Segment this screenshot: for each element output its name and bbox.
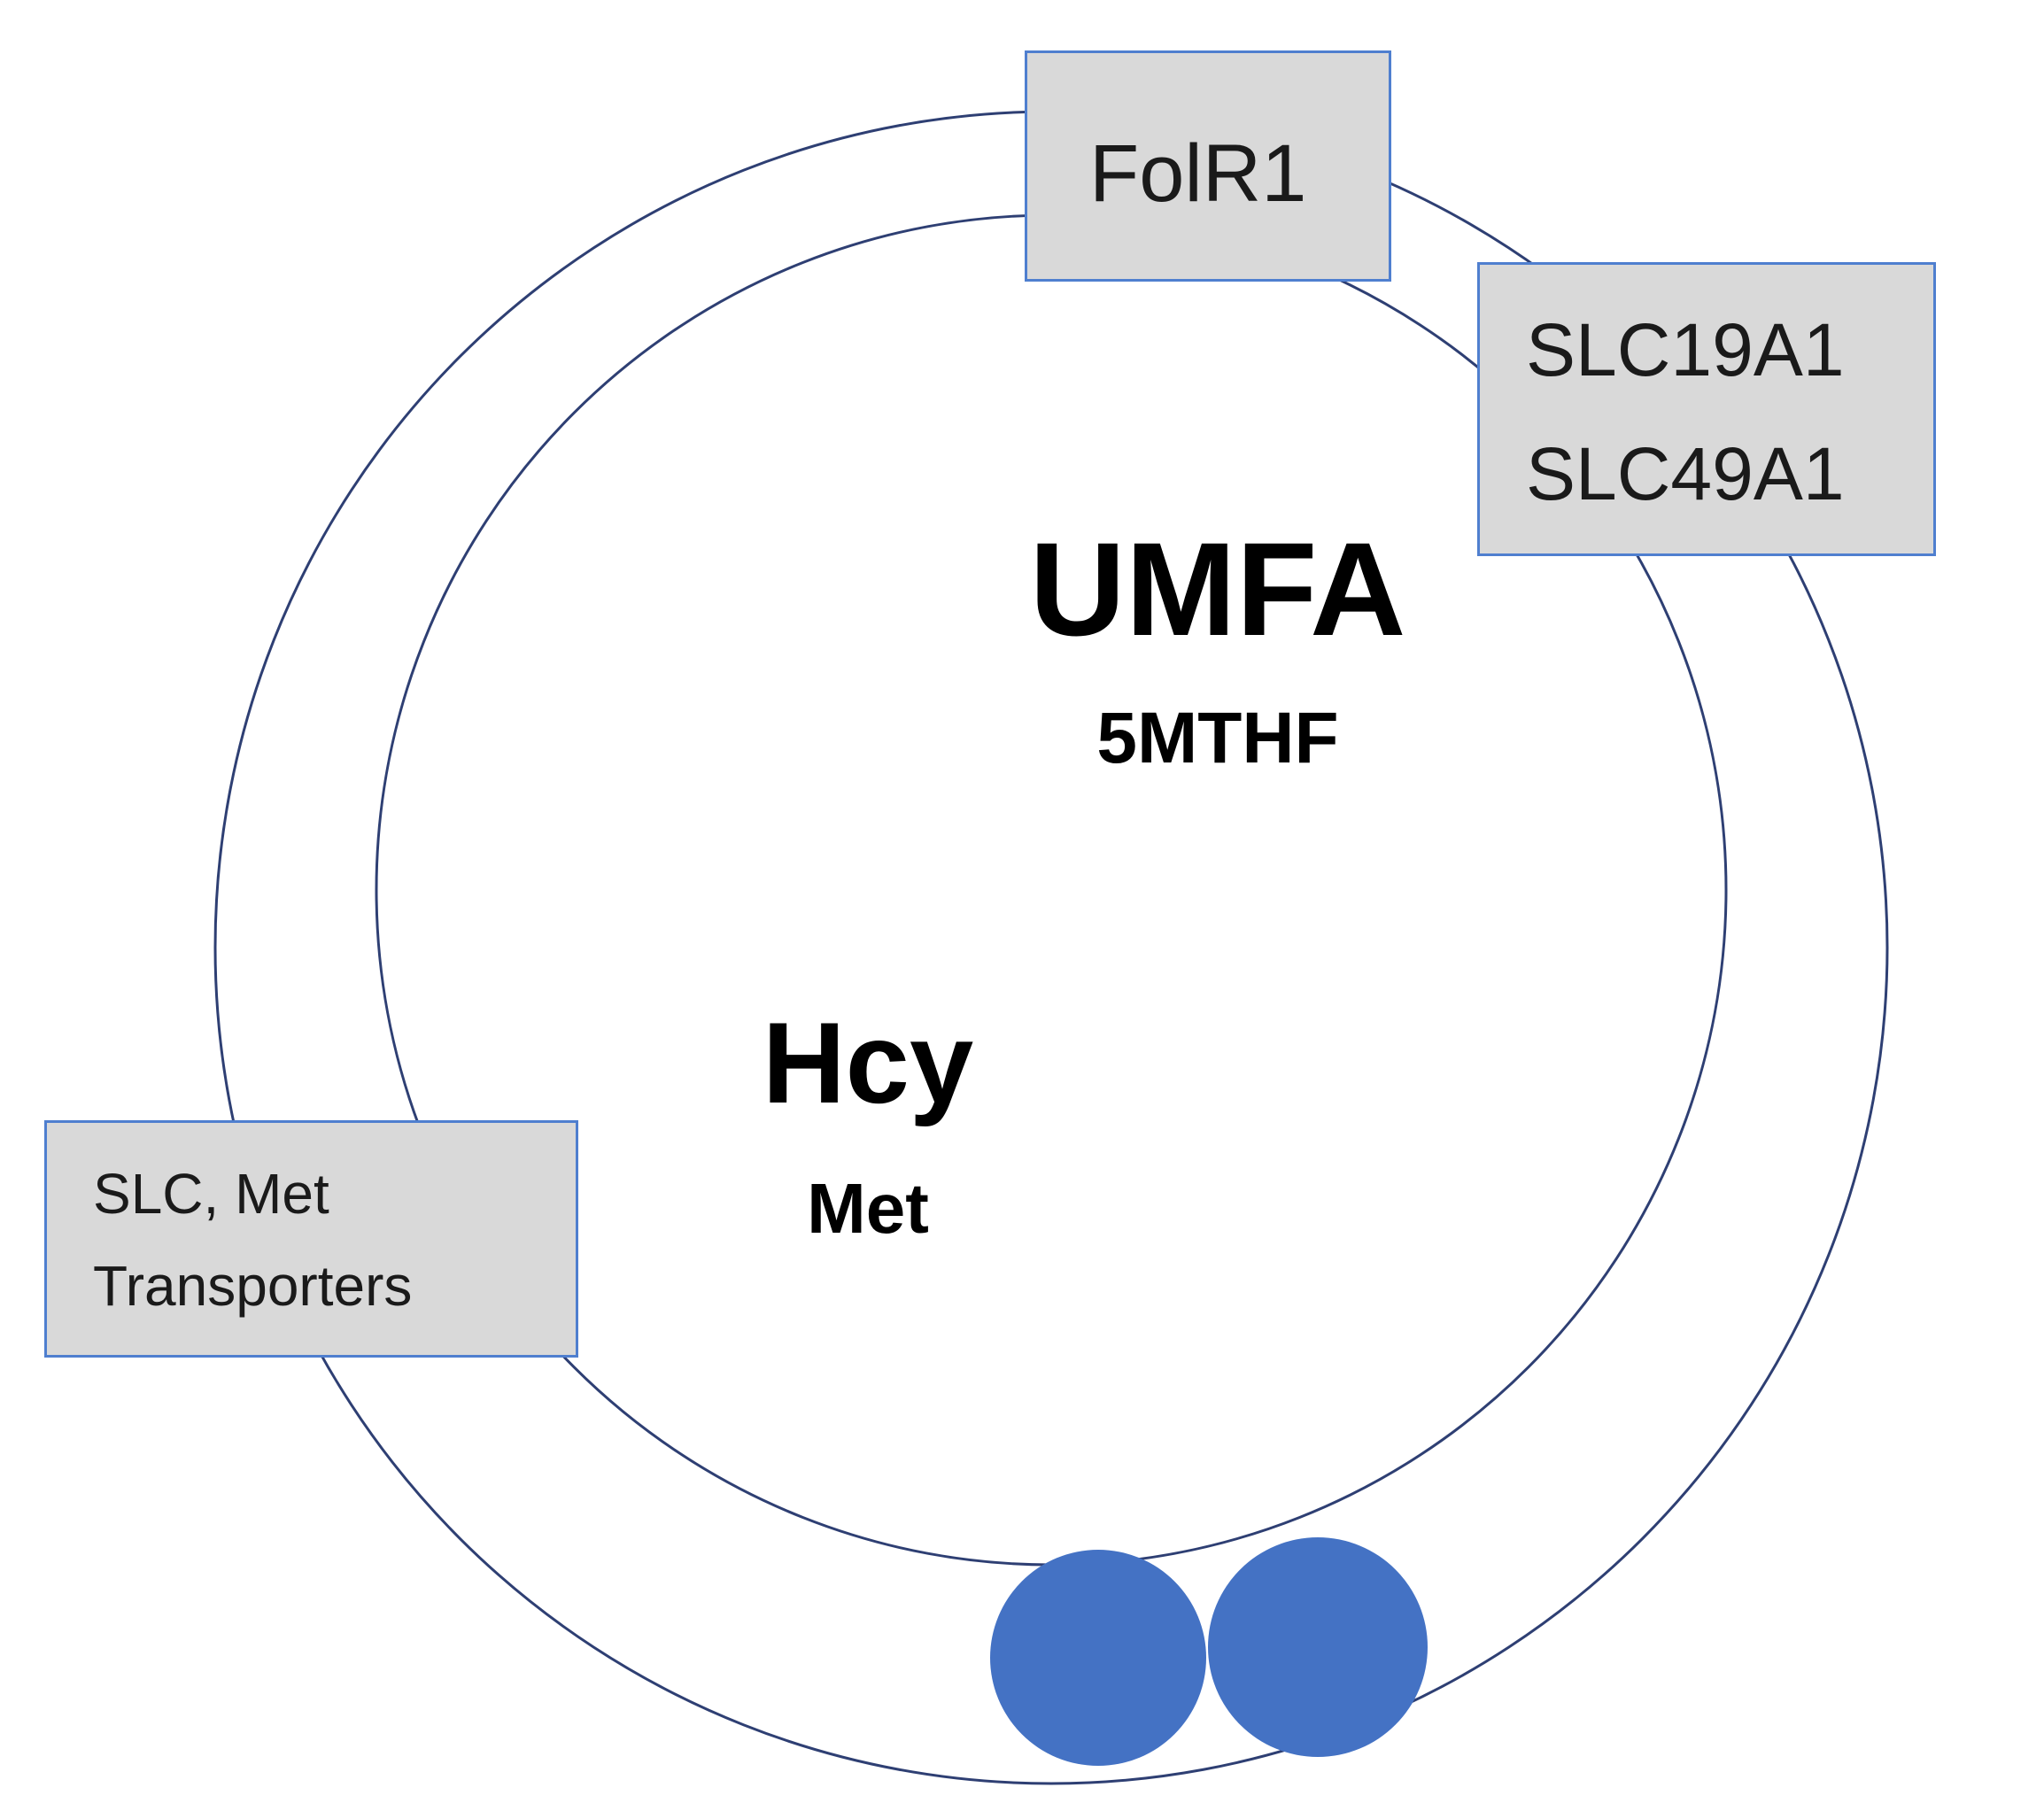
blue-particle-left — [990, 1550, 1206, 1766]
met-label: Met — [807, 1169, 929, 1248]
slc-met-label: SLC, Met — [93, 1162, 329, 1226]
transporters-label: Transporters — [93, 1254, 413, 1318]
slc49a1-label: SLC49A1 — [1526, 432, 1845, 515]
slc19a1-label: SLC19A1 — [1526, 308, 1845, 391]
umfa-label: UMFA — [1029, 515, 1406, 663]
slc-folate-transporter-box: SLC19A1 SLC49A1 — [1477, 262, 1936, 556]
blue-particle-right — [1208, 1537, 1428, 1757]
5mthf-label: 5MTHF — [1096, 698, 1339, 778]
hcy-label: Hcy — [762, 998, 974, 1127]
met-transporter-box: SLC, Met Transporters — [44, 1120, 578, 1358]
folr1-label: FolR1 — [1089, 128, 1307, 219]
folr1-transporter-box: FolR1 — [1025, 50, 1391, 282]
